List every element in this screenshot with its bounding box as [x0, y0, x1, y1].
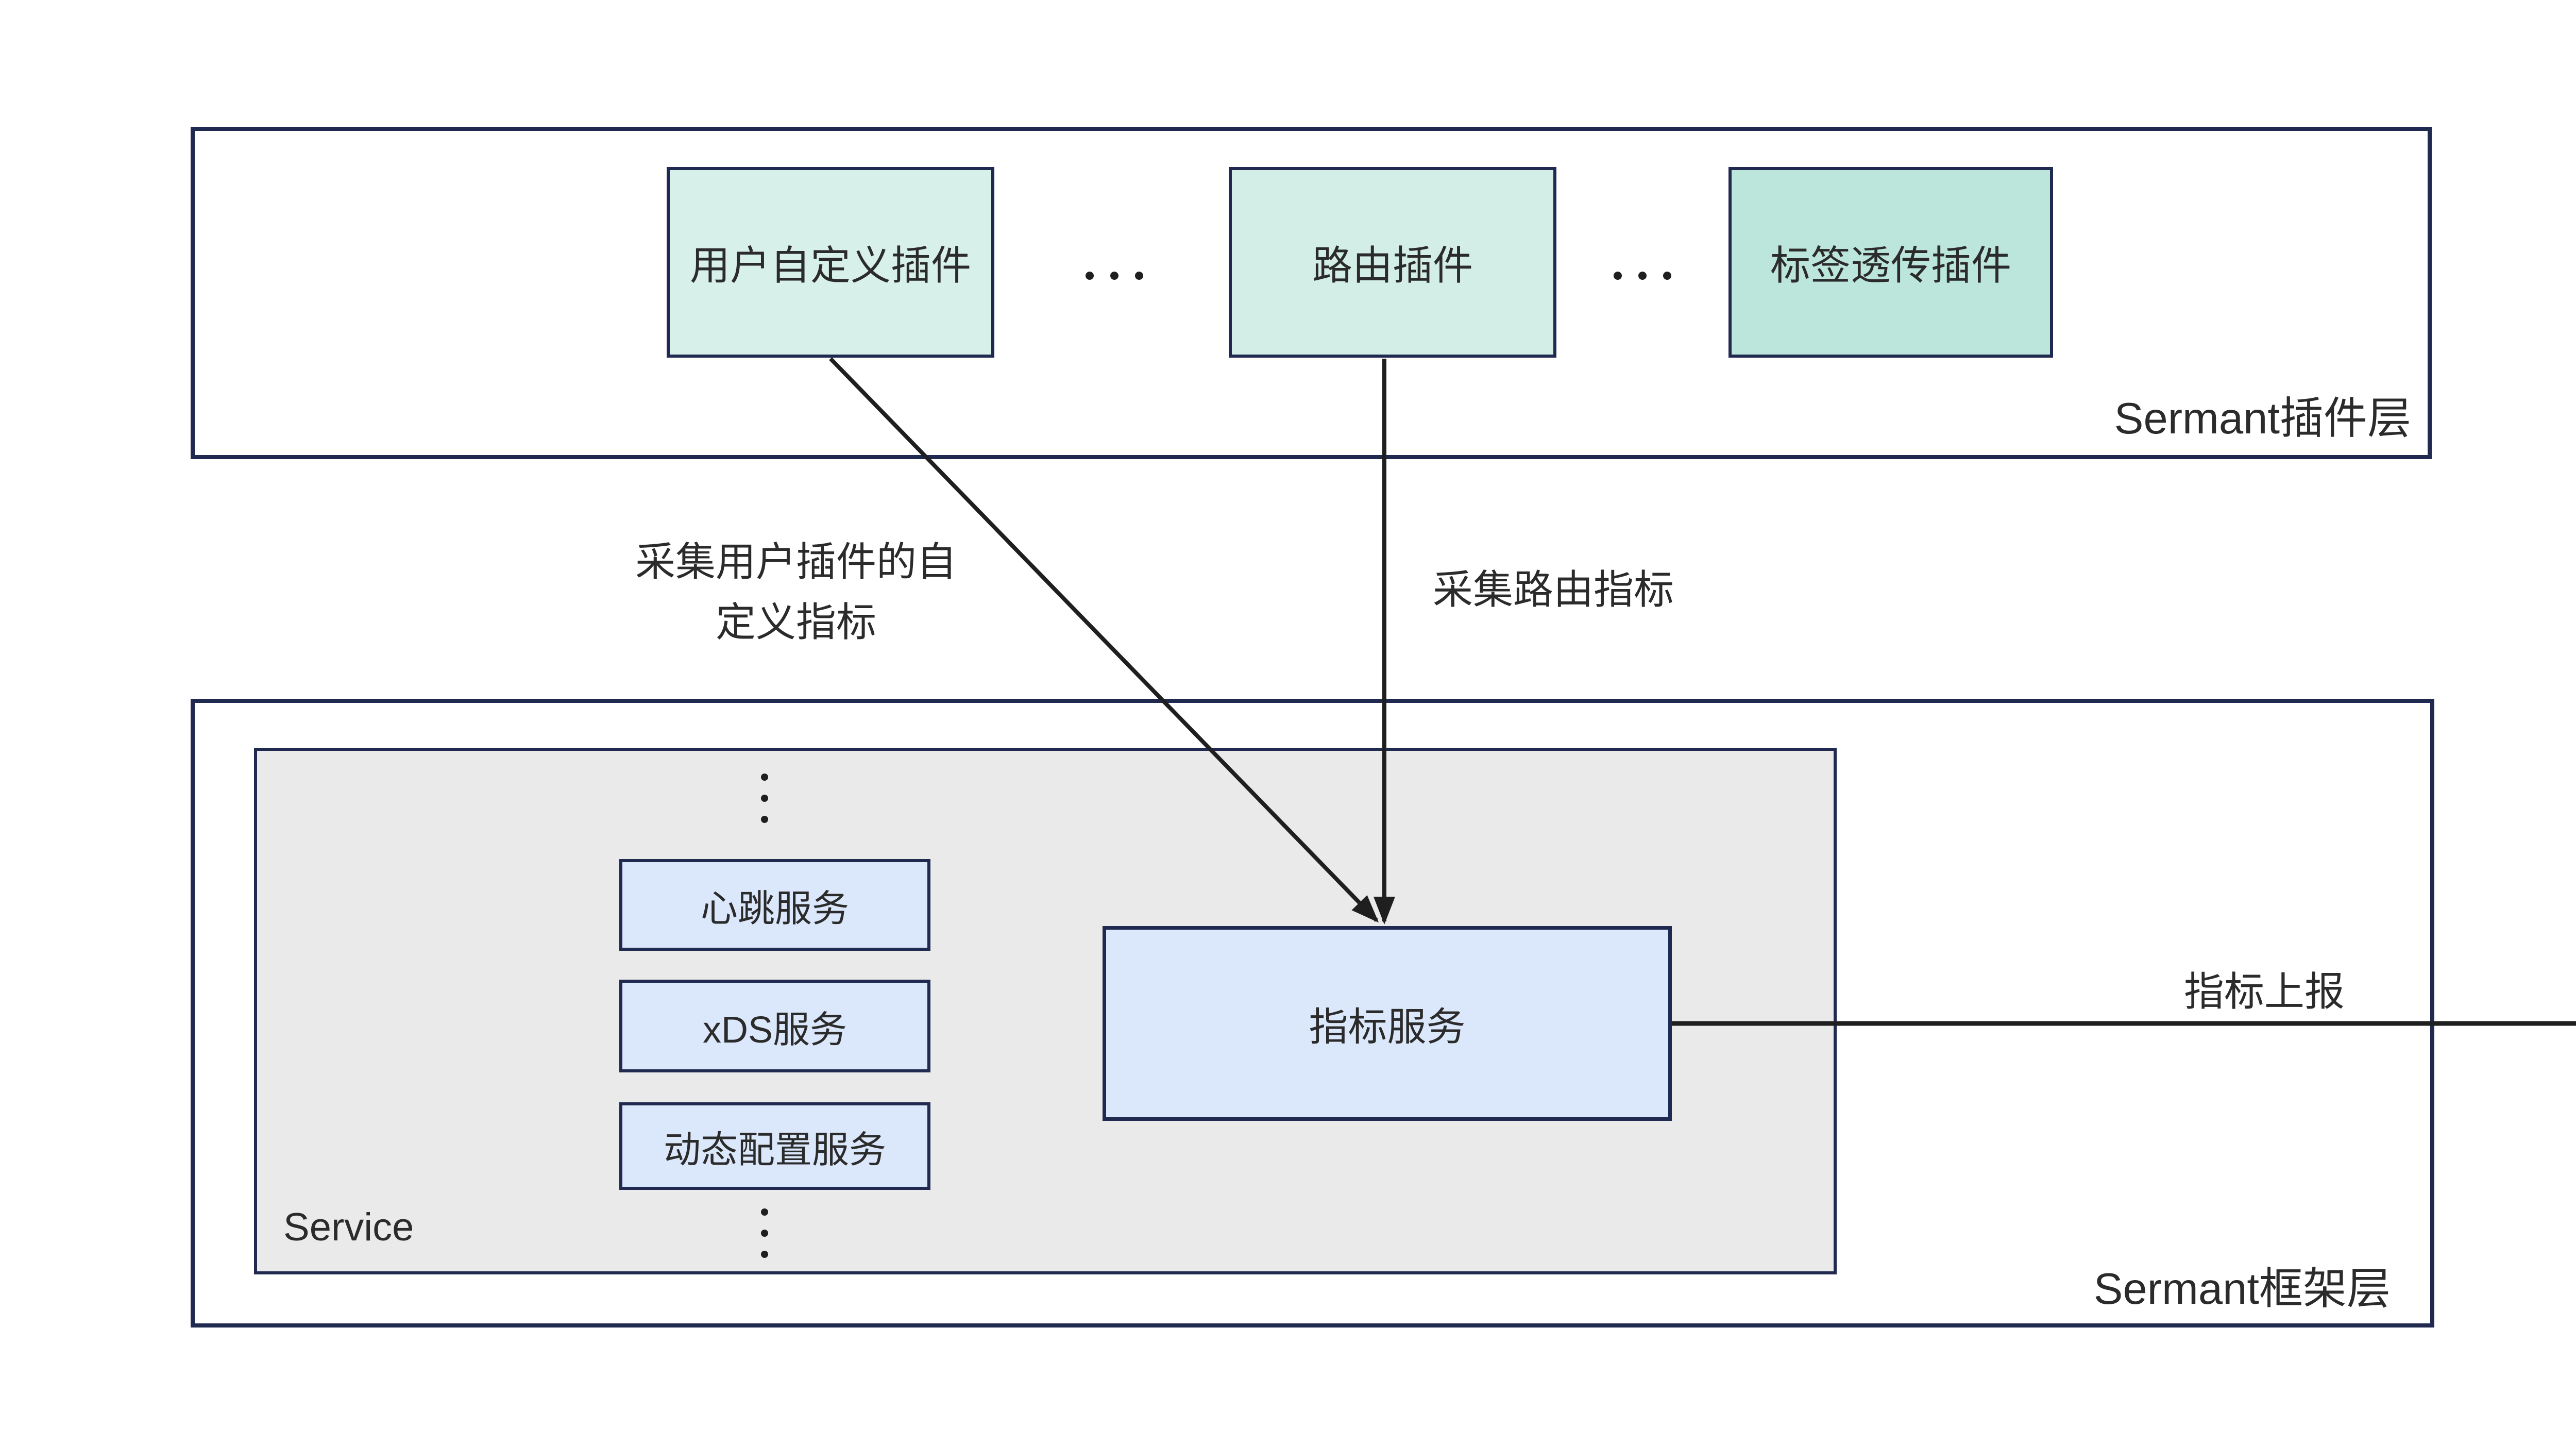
ellipsis-horizontal-icon: [1086, 272, 1143, 280]
collect-route-metrics-label: 采集路由指标: [1432, 567, 1674, 612]
dynamic-config-service-box: 动态配置服务: [619, 1102, 930, 1190]
user-plugin-label: 用户自定义插件: [689, 243, 971, 288]
dot-icon: [761, 816, 768, 823]
ellipsis-vertical-icon: [761, 1208, 768, 1258]
dot-icon: [1663, 272, 1671, 280]
metrics-service-box: 指标服务: [1103, 926, 1672, 1121]
dot-icon: [761, 774, 768, 781]
user-plugin-box: 用户自定义插件: [667, 167, 994, 358]
xds-service-label: xDS服务: [702, 1009, 848, 1051]
dot-icon: [1110, 272, 1118, 280]
route-plugin-box: 路由插件: [1229, 167, 1556, 358]
dot-icon: [761, 1230, 768, 1237]
ellipsis-horizontal-icon: [1614, 272, 1671, 280]
dot-icon: [761, 795, 768, 802]
collect-user-metrics-line1: 采集用户插件的自: [635, 539, 957, 584]
framework-layer-label: Sermant框架层: [2093, 1265, 2391, 1314]
service-group-label: Service: [283, 1205, 414, 1249]
dot-icon: [761, 1208, 768, 1216]
plugin-layer-label: Sermant插件层: [2114, 394, 2411, 443]
tag-plugin-box: 标签透传插件: [1728, 167, 2053, 358]
metrics-service-label: 指标服务: [1309, 1005, 1466, 1049]
dot-icon: [1614, 272, 1622, 280]
dot-icon: [761, 1251, 768, 1258]
dynamic-config-service-label: 动态配置服务: [663, 1129, 886, 1171]
collect-user-metrics-line2: 定义指标: [715, 599, 876, 645]
dot-icon: [1135, 272, 1143, 280]
heartbeat-service-box: 心跳服务: [619, 859, 930, 951]
dot-icon: [1086, 272, 1094, 280]
metrics-report-label: 指标上报: [2183, 969, 2345, 1014]
collect-user-metrics-label: 采集用户插件的自 定义指标: [549, 532, 1043, 652]
dot-icon: [1638, 272, 1647, 280]
xds-service-box: xDS服务: [619, 980, 930, 1072]
heartbeat-service-label: 心跳服务: [700, 888, 849, 930]
route-plugin-label: 路由插件: [1312, 243, 1473, 288]
tag-plugin-label: 标签透传插件: [1770, 243, 2011, 288]
ellipsis-vertical-icon: [761, 774, 768, 823]
